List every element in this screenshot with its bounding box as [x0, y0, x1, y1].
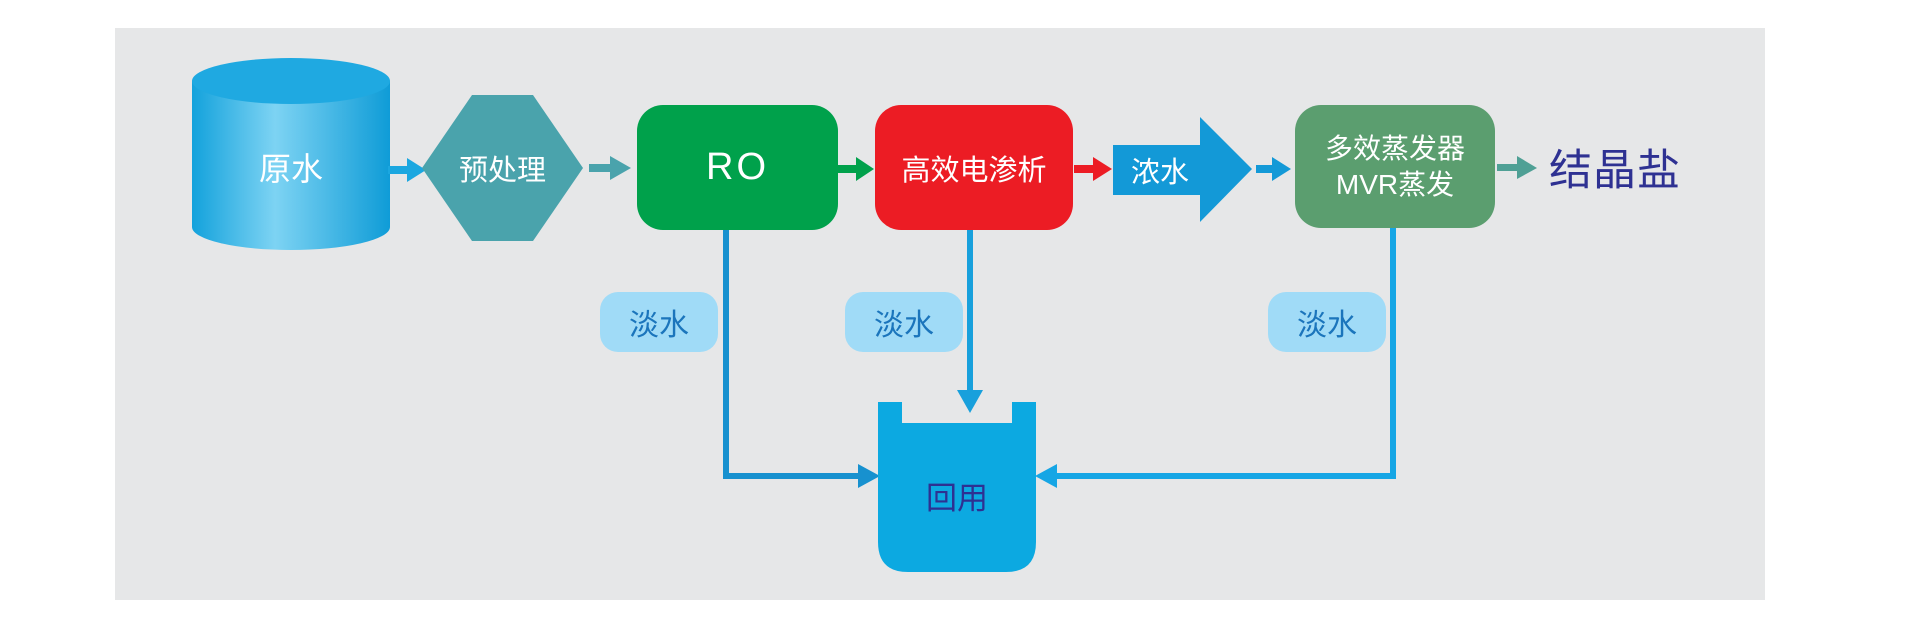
arrow-shaft	[589, 164, 611, 172]
arrow-concentrate-to-evaporator	[1256, 157, 1291, 181]
arrow-head-icon	[1093, 157, 1112, 181]
electrodialysis-box-shape	[875, 105, 1073, 230]
arrow-head-icon	[1035, 464, 1057, 488]
arrow-ro-to-electrodialysis	[838, 157, 874, 181]
fresh-water-chip-evaporator: 淡水	[1268, 292, 1386, 352]
arrow-evaporator-to-salt	[1497, 156, 1537, 179]
pretreatment-hexagon-shape	[422, 95, 583, 241]
arrow-rawwater-to-pretreatment	[388, 158, 426, 182]
arrow-shaft	[1497, 164, 1518, 171]
fresh-water-chip-ro: 淡水	[600, 292, 718, 352]
arrow-head-icon	[407, 158, 426, 182]
connector-line	[723, 230, 858, 479]
ro-box-shape	[637, 105, 838, 230]
arrow-head-icon	[856, 157, 874, 181]
arrow-shaft	[1074, 165, 1094, 173]
arrow-head-icon	[610, 156, 631, 180]
cylinder-top	[192, 58, 390, 104]
cylinder-body	[192, 81, 390, 250]
arrow-shaft	[1256, 165, 1273, 173]
connector-electrodialysis-to-reuse	[957, 230, 983, 413]
reuse-tank-shape	[878, 402, 1036, 572]
connector-evaporator-to-reuse	[1035, 228, 1396, 488]
connector-ro-to-reuse	[723, 230, 880, 488]
concentrate-block-arrow-shape	[1113, 117, 1252, 222]
arrow-pretreatment-to-ro	[589, 156, 631, 180]
arrow-head-icon	[957, 390, 983, 413]
arrow-shaft	[388, 166, 408, 174]
arrow-shaft	[838, 165, 857, 173]
fresh-water-chip-ed: 淡水	[845, 292, 963, 352]
raw-water-cylinder-shape	[192, 58, 390, 250]
arrow-head-icon	[858, 464, 880, 488]
arrow-head-icon	[1517, 156, 1537, 179]
arrow-electrodialysis-to-concentrate	[1074, 157, 1112, 181]
evaporator-box-shape	[1295, 105, 1495, 228]
connector-line	[1057, 228, 1396, 479]
arrow-head-icon	[1272, 157, 1291, 181]
